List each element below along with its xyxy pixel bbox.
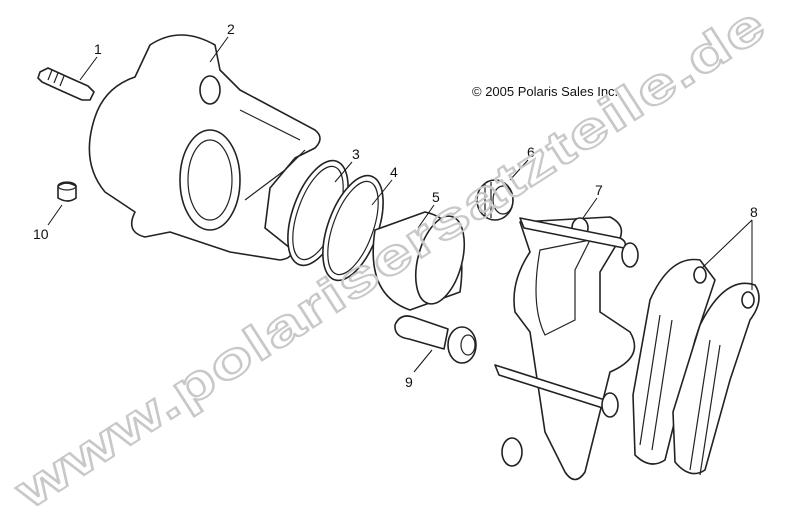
callout-2: 2 xyxy=(227,21,235,37)
part-brake-pads xyxy=(632,258,760,476)
callout-5: 5 xyxy=(432,189,440,205)
callout-4: 4 xyxy=(390,164,398,180)
callout-10: 10 xyxy=(33,226,49,242)
part-boot xyxy=(476,179,514,221)
part-bleeder-screw xyxy=(37,67,95,101)
callout-9: 9 xyxy=(405,374,413,390)
callout-7: 7 xyxy=(595,182,603,198)
callout-3: 3 xyxy=(352,146,360,162)
part-piston xyxy=(372,211,466,311)
copyright-text: © 2005 Polaris Sales Inc. xyxy=(472,84,618,99)
part-caliper-body xyxy=(88,34,321,261)
leader-lines xyxy=(47,36,753,373)
callout-6: 6 xyxy=(527,144,535,160)
callout-1: 1 xyxy=(94,41,102,57)
part-mounting-bracket xyxy=(494,216,639,481)
part-cap xyxy=(57,181,77,202)
part-guide-pin xyxy=(394,315,477,364)
callout-8: 8 xyxy=(750,204,758,220)
